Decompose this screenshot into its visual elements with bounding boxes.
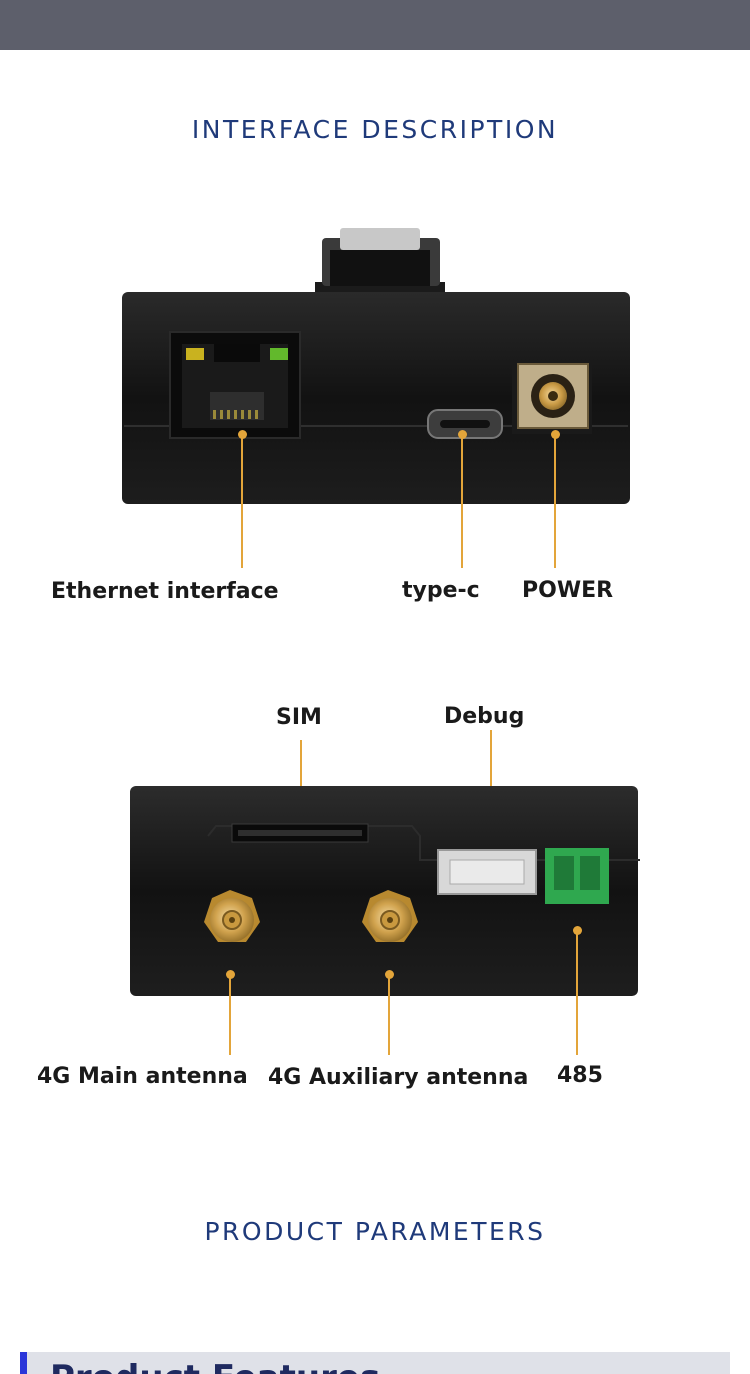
sim-label: SIM bbox=[276, 705, 322, 730]
product-parameters-title: PRODUCT PARAMETERS bbox=[204, 1217, 546, 1246]
power-leader-dot bbox=[551, 430, 560, 439]
ethernet-leader-dot bbox=[238, 430, 247, 439]
main-antenna-leader-dot bbox=[226, 970, 235, 979]
debug-label: Debug bbox=[444, 704, 525, 729]
aux-antenna-leader-line bbox=[388, 975, 390, 1055]
interface-description-title: INTERFACE DESCRIPTION bbox=[191, 115, 559, 144]
main-antenna-label: 4G Main antenna bbox=[37, 1064, 248, 1089]
rs485-label: 485 bbox=[557, 1063, 603, 1088]
typec-leader-line bbox=[461, 435, 463, 568]
typec-label: type-c bbox=[402, 578, 480, 603]
ethernet-leader-line bbox=[241, 435, 243, 568]
aux-antenna-label: 4G Auxiliary antenna bbox=[268, 1065, 529, 1090]
device-back-panel-image bbox=[130, 786, 640, 996]
ethernet-interface-label: Ethernet interface bbox=[51, 579, 279, 604]
power-leader-line bbox=[554, 435, 556, 568]
device-front-panel-image bbox=[122, 228, 630, 504]
header-accent-bar bbox=[20, 1352, 27, 1374]
main-antenna-leader-line bbox=[229, 975, 231, 1055]
rs485-leader-line bbox=[576, 931, 578, 1055]
typec-leader-dot bbox=[458, 430, 467, 439]
product-features-header: Product Features bbox=[20, 1352, 730, 1374]
sim-leader-line bbox=[300, 740, 302, 820]
rs485-leader-dot bbox=[573, 926, 582, 935]
aux-antenna-leader-dot bbox=[385, 970, 394, 979]
product-features-heading: Product Features bbox=[50, 1358, 380, 1374]
top-header-bar bbox=[0, 0, 750, 50]
power-label: POWER bbox=[522, 578, 614, 603]
